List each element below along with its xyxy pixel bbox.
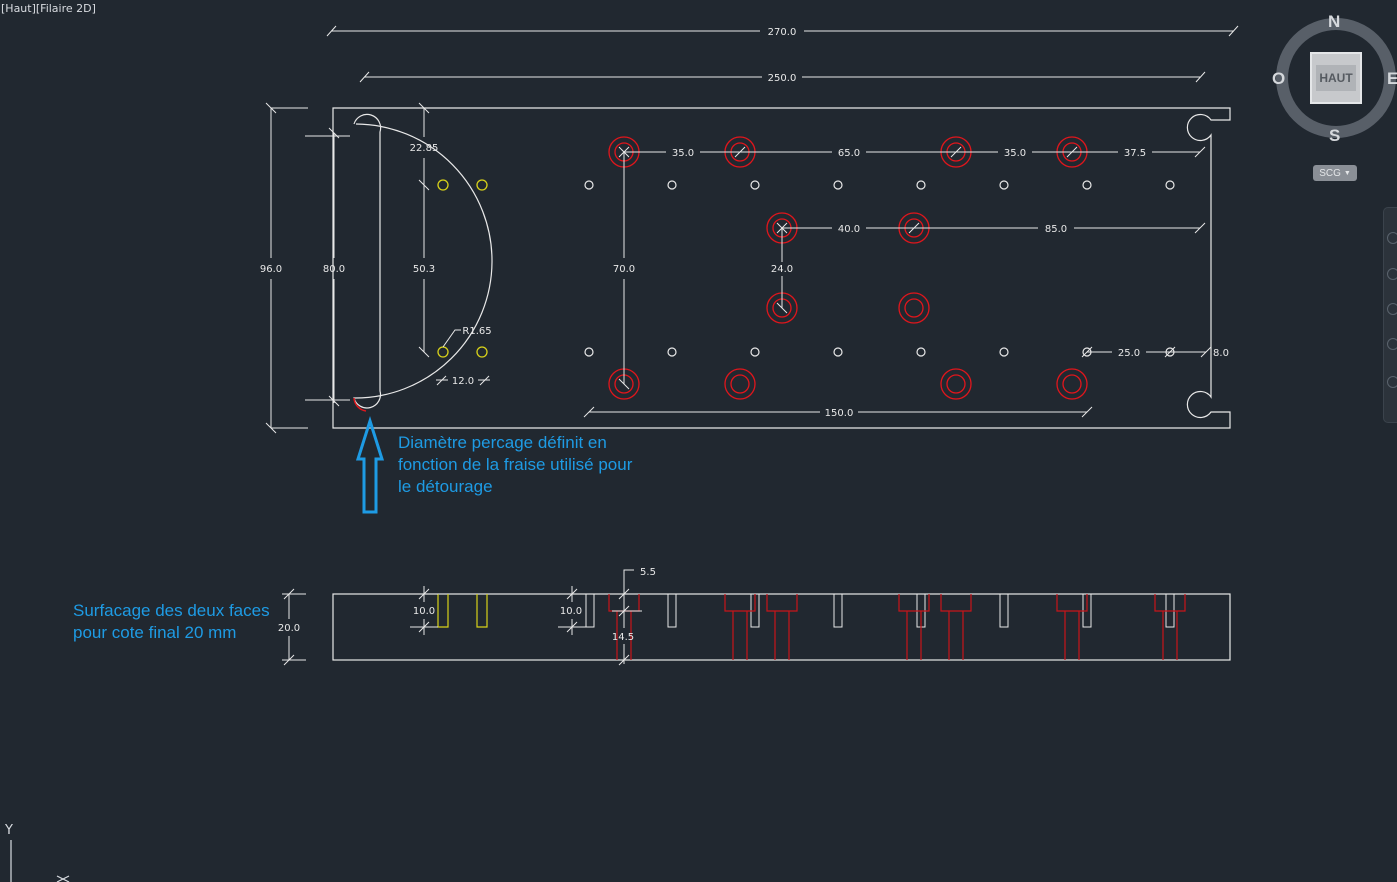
pan-icon[interactable] xyxy=(1387,268,1397,280)
annotation-arrow xyxy=(355,416,385,514)
dim-depth-b: 10.0 xyxy=(560,606,582,617)
viewcube-ring[interactable] xyxy=(1273,14,1397,164)
viewport-label[interactable]: [Haut][Filaire 2D] xyxy=(1,2,96,15)
compass-north[interactable]: N xyxy=(1328,12,1341,31)
wcs-label: SCG xyxy=(1319,167,1341,179)
dim-spacing-d: 37.5 xyxy=(1124,148,1146,159)
note-facing[interactable]: Surfacage des deux faces pour cote final… xyxy=(73,601,270,642)
note-drill-diameter[interactable]: Diamètre percage définit en fonction de … xyxy=(398,433,633,496)
white-holes[interactable] xyxy=(584,180,1175,357)
compass-east[interactable]: E xyxy=(1387,69,1397,88)
viewcube[interactable]: N S E O HAUT SCG ▼ xyxy=(1272,12,1397,184)
dim-spacing-c: 35.0 xyxy=(1004,148,1026,159)
red-holes[interactable] xyxy=(608,136,1088,400)
dim-side-thickness: 20.0 xyxy=(278,623,300,634)
side-view-dimension-lines xyxy=(282,569,642,666)
dim-counterbore-depth: 5.5 xyxy=(640,567,656,578)
side-view-red-bores[interactable] xyxy=(608,594,1186,660)
navigation-bar[interactable] xyxy=(1383,207,1397,423)
dim-total-width: 270.0 xyxy=(768,27,797,38)
dim-spacing-e: 40.0 xyxy=(838,224,860,235)
steering-wheel-icon[interactable] xyxy=(1387,232,1397,244)
compass-west[interactable]: O xyxy=(1272,69,1286,88)
ucs-icon: Y xyxy=(4,823,70,882)
side-view-yellow-bores[interactable] xyxy=(437,594,488,628)
dimension-lines xyxy=(265,25,1239,434)
dim-diameter-b: 8.0 xyxy=(1213,348,1229,359)
dim-radius: R1.65 xyxy=(462,326,491,337)
dim-depth-a: 10.0 xyxy=(413,606,435,617)
dim-inner-height: 80.0 xyxy=(323,264,345,275)
dim-bottom-span: 150.0 xyxy=(825,408,854,419)
dim-hole-spacing: 12.0 xyxy=(452,376,474,387)
dim-slot-height: 50.3 xyxy=(413,264,435,275)
dim-spacing-a: 35.0 xyxy=(672,148,694,159)
ucs-y-label: Y xyxy=(4,823,13,838)
side-view-outline[interactable] xyxy=(332,593,1231,661)
dim-total-height: 96.0 xyxy=(260,264,282,275)
viewcube-face-label: HAUT xyxy=(1316,65,1356,91)
dim-diameter-a: 25.0 xyxy=(1118,348,1140,359)
yellow-holes[interactable] xyxy=(437,179,488,358)
dim-vertical-gap: 24.0 xyxy=(771,264,793,275)
orbit-icon[interactable] xyxy=(1387,338,1397,350)
showmotion-icon[interactable] xyxy=(1387,376,1397,388)
compass-south[interactable]: S xyxy=(1329,126,1341,145)
dim-top-offset: 22.85 xyxy=(410,143,439,154)
dim-inner-width: 250.0 xyxy=(768,73,797,84)
dim-spacing-b: 65.0 xyxy=(838,148,860,159)
wcs-menu-button[interactable]: SCG ▼ xyxy=(1313,165,1357,181)
plate-outline[interactable] xyxy=(332,107,1231,429)
dim-center-height: 70.0 xyxy=(613,264,635,275)
dim-bore-depth: 14.5 xyxy=(612,632,634,643)
slot-red-arc xyxy=(353,397,367,412)
side-view-dimension-texts: 20.0 10.0 10.0 5.5 14.5 xyxy=(278,567,656,643)
dimension-texts: 270.0 250.0 96.0 80.0 22.85 50.3 R1.65 1… xyxy=(260,27,1229,419)
viewcube-top-face[interactable]: HAUT xyxy=(1310,52,1362,104)
dim-spacing-f: 85.0 xyxy=(1045,224,1067,235)
chevron-down-icon: ▼ xyxy=(1343,169,1351,177)
zoom-icon[interactable] xyxy=(1387,303,1397,315)
